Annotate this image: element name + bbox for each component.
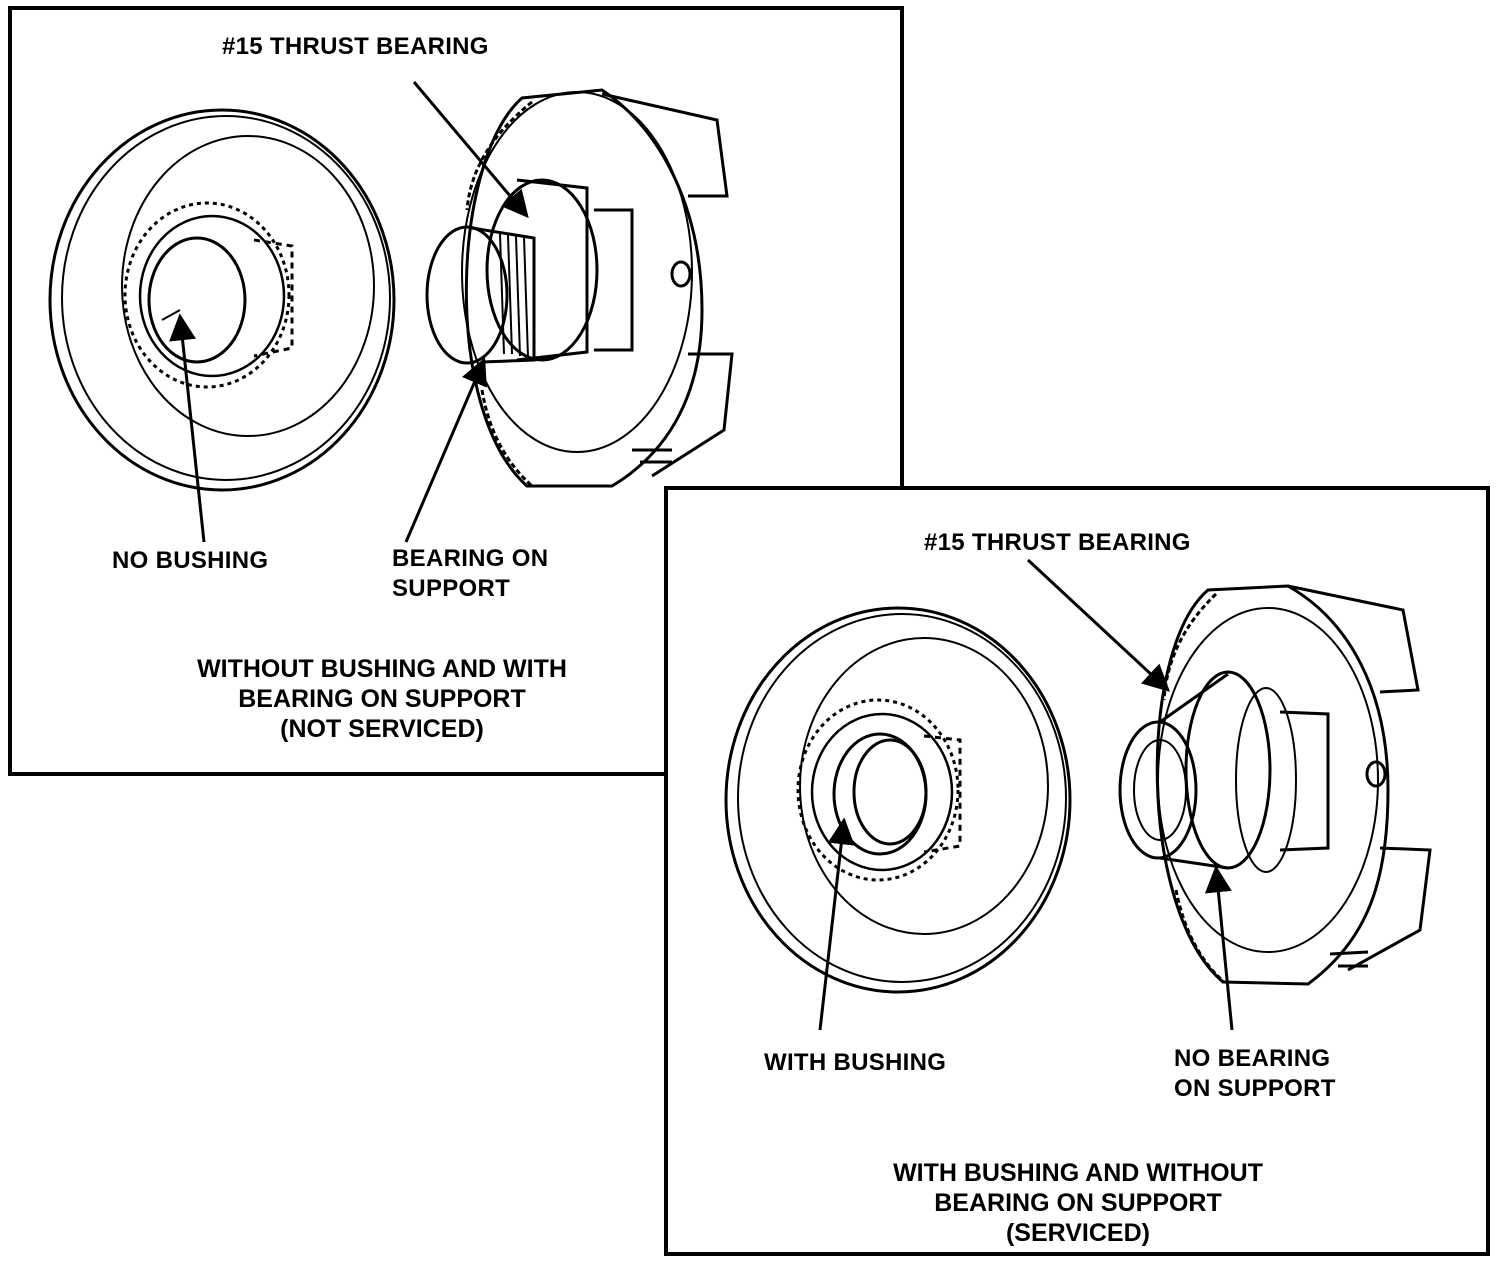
thrust-bearing-arrow-not-serviced — [412, 81, 529, 219]
caption-serviced: WITH BUSHING AND WITHOUT BEARING ON SUPP… — [868, 1158, 1288, 1248]
bushing-label: WITH BUSHING — [764, 1049, 947, 1076]
thrust-bearing-arrow-serviced — [1026, 558, 1170, 692]
caption-not-serviced: WITHOUT BUSHING AND WITH BEARING ON SUPP… — [182, 654, 582, 744]
drum-serviced — [724, 606, 1072, 994]
caption-line3: (SERVICED) — [1005, 1219, 1150, 1247]
thrust-bearing-label: #15 THRUST BEARING — [222, 33, 489, 60]
diagram-serviced — [724, 558, 1432, 1031]
caption-line2: BEARING ON SUPPORT — [934, 1189, 1222, 1217]
gear-hub-serviced — [796, 698, 962, 882]
thrust-bearing-not-serviced — [425, 178, 599, 365]
support-label-line2: SUPPORT — [392, 575, 511, 602]
support-label-line1: NO BEARING — [1174, 1045, 1331, 1072]
support-arrow-serviced — [1204, 865, 1234, 1031]
panel-serviced: #15 THRUST BEARING WITH BUSHING NO BEARI… — [664, 486, 1490, 1256]
gear-hub-not-serviced — [123, 201, 294, 389]
panel-not-serviced: #15 THRUST BEARING NO BUSHING BEARING ON… — [8, 6, 904, 776]
caption-line1: WITHOUT BUSHING AND WITH — [197, 655, 567, 683]
drum-not-serviced — [48, 108, 396, 492]
support-not-serviced — [461, 88, 734, 488]
bushing-arrow-serviced — [818, 817, 855, 1031]
support-label-line1: BEARING ON — [392, 545, 549, 572]
caption-line3: (NOT SERVICED) — [280, 715, 484, 743]
caption-line1: WITH BUSHING AND WITHOUT — [893, 1159, 1263, 1187]
support-sleeve-serviced — [1118, 670, 1297, 873]
support-serviced — [1155, 584, 1432, 986]
thrust-bearing-label: #15 THRUST BEARING — [924, 529, 1191, 556]
support-label-line2: ON SUPPORT — [1174, 1075, 1336, 1102]
diagram-not-serviced — [48, 81, 734, 543]
support-arrow-not-serviced — [404, 357, 487, 543]
caption-line2: BEARING ON SUPPORT — [238, 685, 526, 713]
bushing-arrow-not-serviced — [169, 313, 206, 543]
bushing-label: NO BUSHING — [112, 547, 269, 574]
